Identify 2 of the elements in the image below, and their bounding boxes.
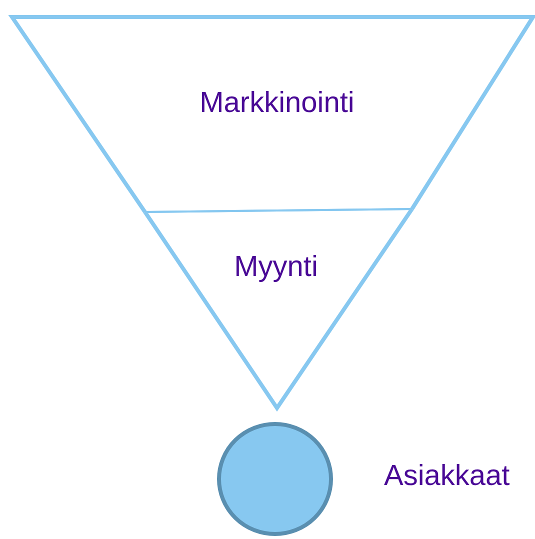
section-label: Myynti [234, 251, 318, 284]
circle-label: Asiakkaat [384, 460, 510, 493]
